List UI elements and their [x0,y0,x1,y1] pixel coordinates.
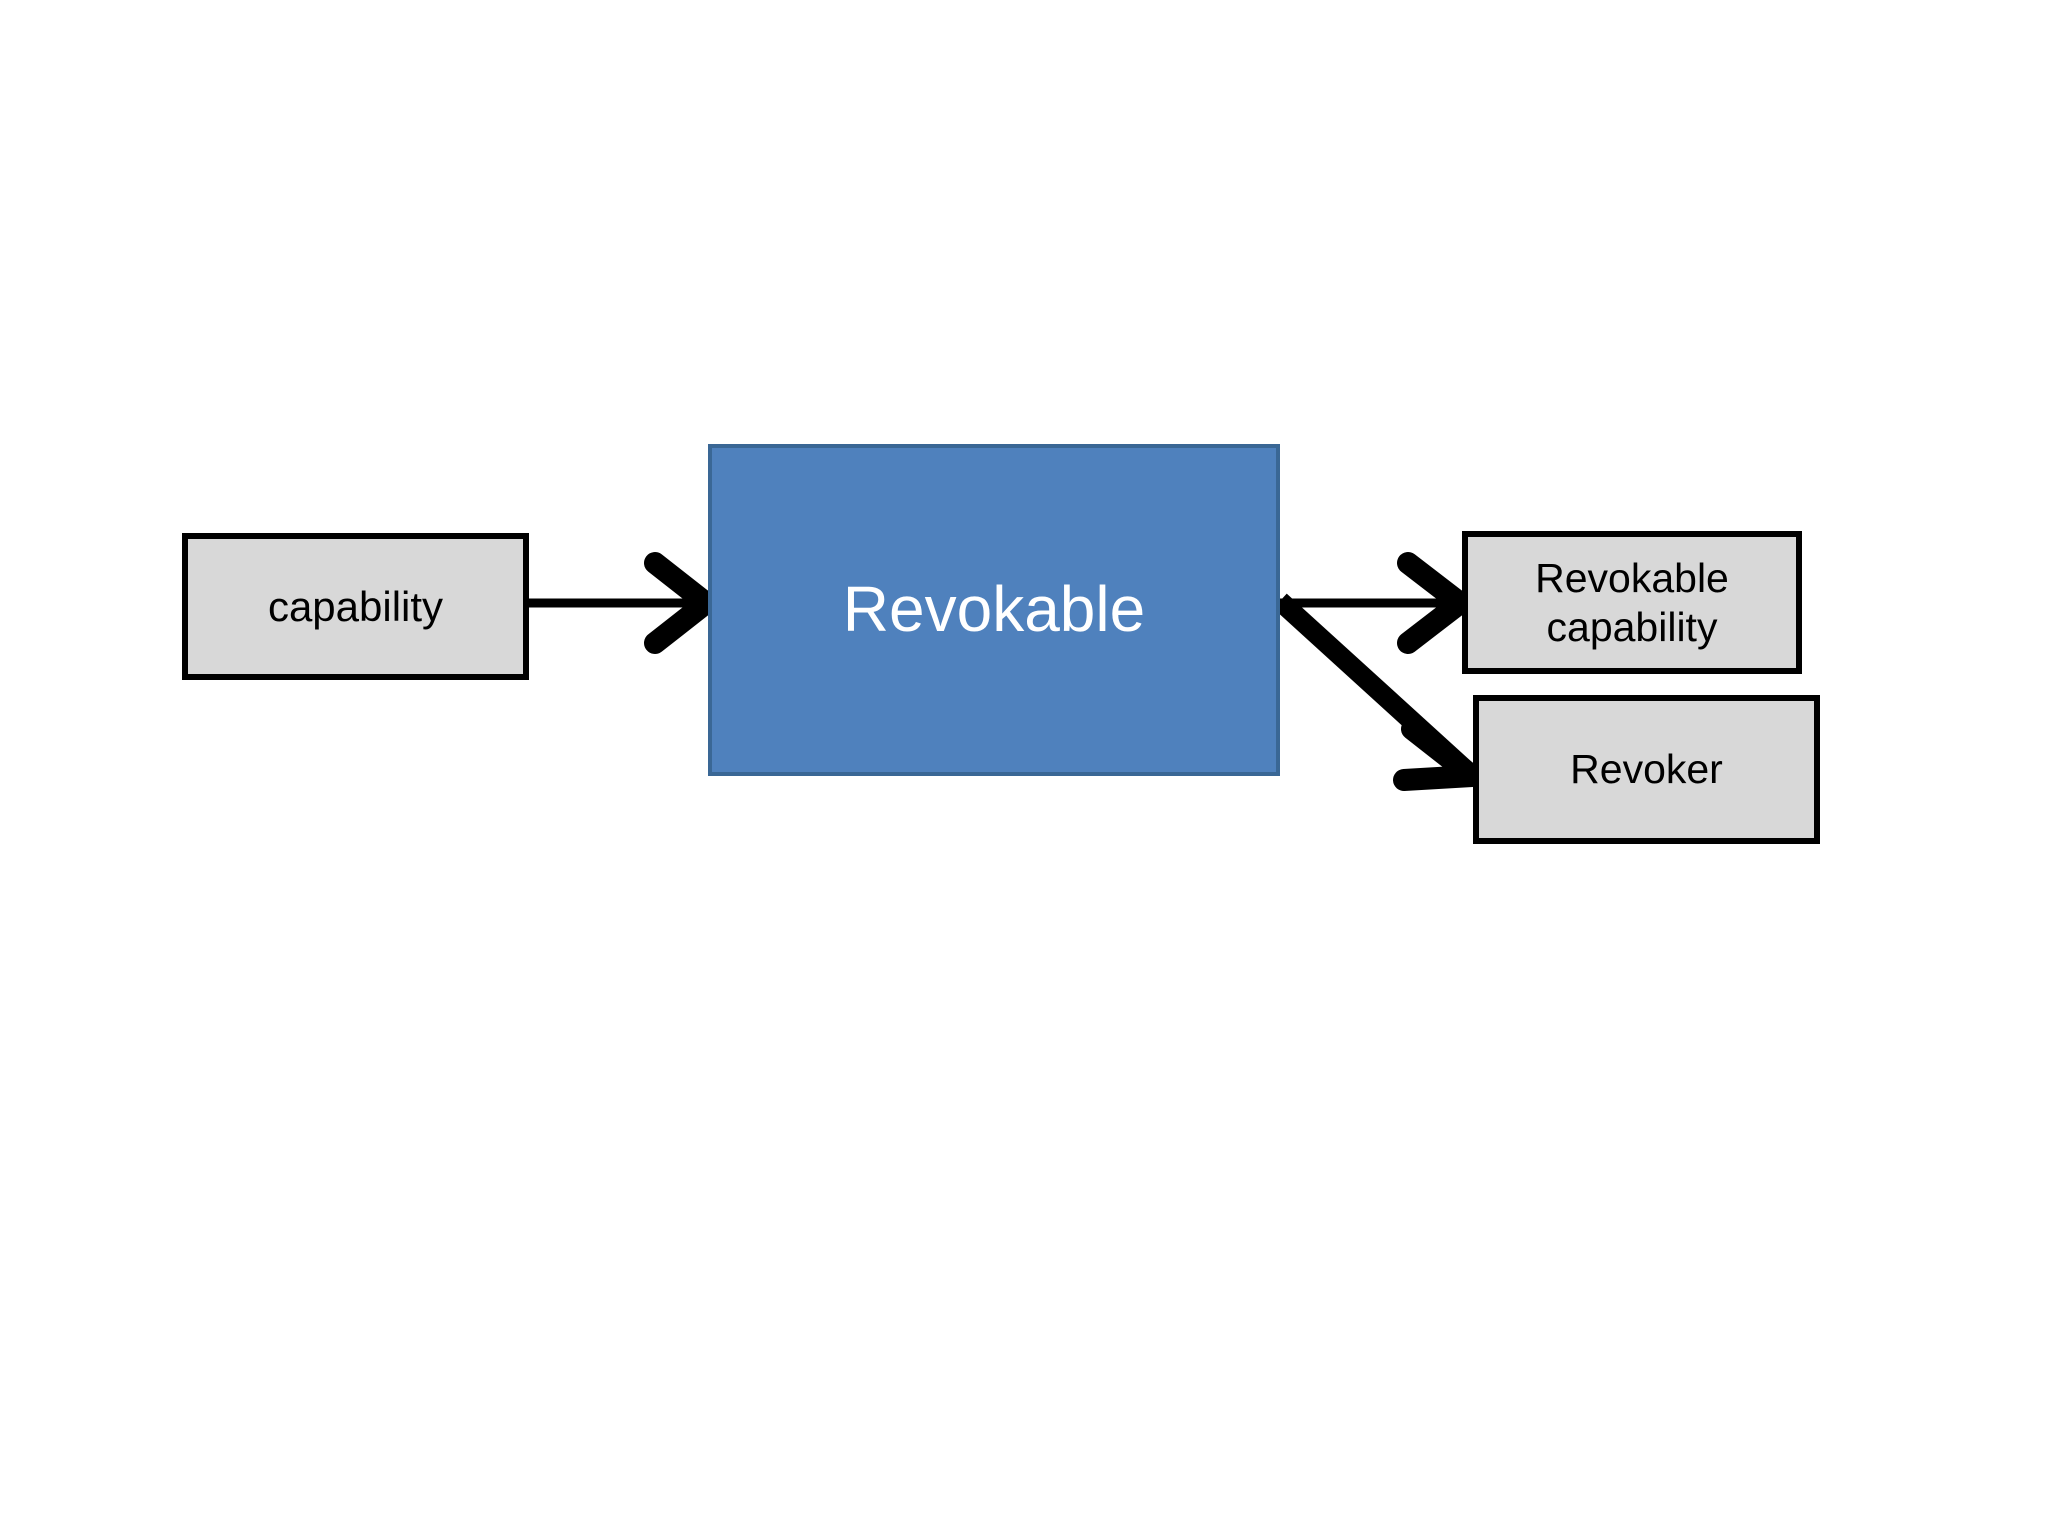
node-revokable-label: Revokable [842,573,1146,646]
connector-shaft [1273,593,1475,780]
connector-revokable-to-revokable-capability [1280,552,1471,654]
node-revoker[interactable]: Revoker [1473,695,1820,844]
arrowhead-right [1397,552,1471,654]
arrowhead-down-right [1393,718,1483,791]
arrowhead-right [644,552,717,654]
node-capability[interactable]: capability [182,533,529,680]
connector-capability-to-revokable [527,552,717,654]
node-revokable-capability-label-line1: Revokable [1535,555,1729,602]
node-revoker-label: Revoker [1570,746,1723,793]
node-revokable-capability-label-line2: capability [1546,603,1718,650]
node-revokable[interactable]: Revokable [708,444,1280,776]
node-capability-label: capability [267,582,444,630]
connector-revokable-to-revoker [1273,593,1483,791]
